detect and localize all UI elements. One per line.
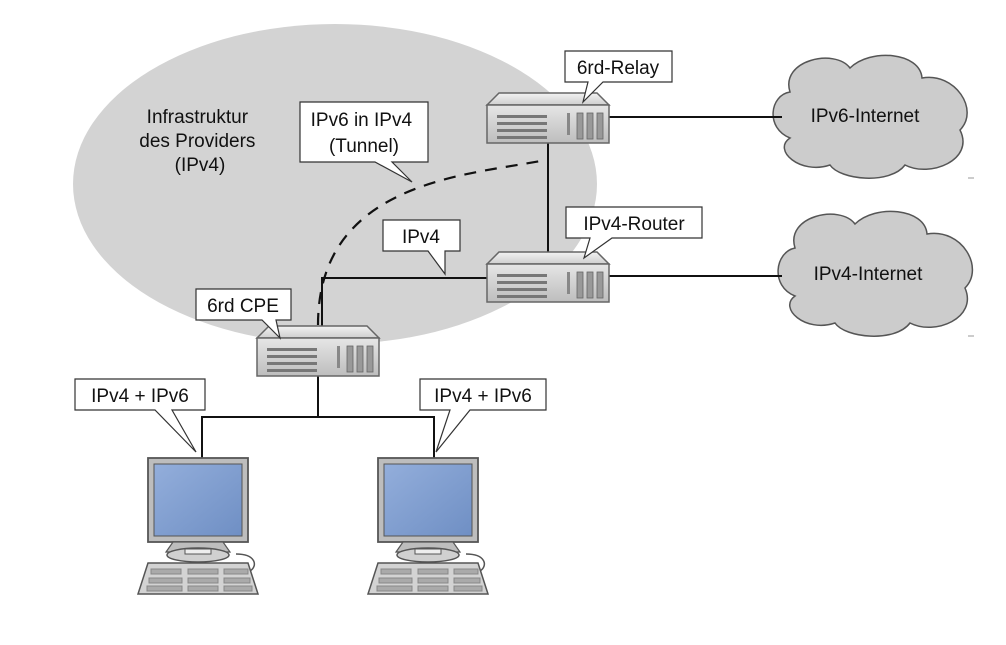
cpe-label: 6rd CPE: [207, 296, 279, 317]
relay-label: 6rd-Relay: [577, 58, 660, 79]
host-label-right: IPv4 + IPv6: [434, 386, 532, 407]
ipv4-link-callout: IPv4: [382, 219, 461, 276]
host-callout-right: IPv4 + IPv6: [419, 378, 547, 453]
host-label-left: IPv4 + IPv6: [91, 386, 189, 407]
router-device-icon: [486, 251, 610, 303]
computer-icon: [137, 457, 259, 595]
ipv6-internet-cloud: IPv6-Internet: [772, 54, 968, 179]
provider-infrastructure-area: [73, 24, 597, 344]
cpe-callout: 6rd CPE: [195, 288, 292, 340]
computer-icon: [367, 457, 489, 595]
cpe-to-router-link: [321, 277, 487, 328]
tunnel-label: IPv6 in IPv4 (Tunnel): [311, 110, 418, 157]
ipv4-link-label: IPv4: [402, 227, 440, 248]
ipv6-tunnel-line: [316, 158, 547, 326]
relay-callout: 6rd-Relay: [564, 50, 673, 104]
router-label: IPv4-Router: [583, 214, 685, 235]
ipv4-internet-cloud: IPv4-Internet: [777, 210, 974, 337]
ipv4-internet-label: IPv4-Internet: [814, 264, 923, 285]
tunnel-callout: IPv6 in IPv4 (Tunnel): [299, 101, 429, 183]
router-callout: IPv4-Router: [565, 206, 703, 260]
relay-device-icon: [486, 92, 610, 144]
lan-link: [201, 376, 319, 458]
provider-area-label: Infrastruktur des Providers (IPv4): [139, 107, 260, 176]
host-callout-left: IPv4 + IPv6: [74, 378, 206, 453]
lan-link-2: [318, 416, 435, 458]
ipv6-internet-label: IPv6-Internet: [811, 106, 920, 127]
